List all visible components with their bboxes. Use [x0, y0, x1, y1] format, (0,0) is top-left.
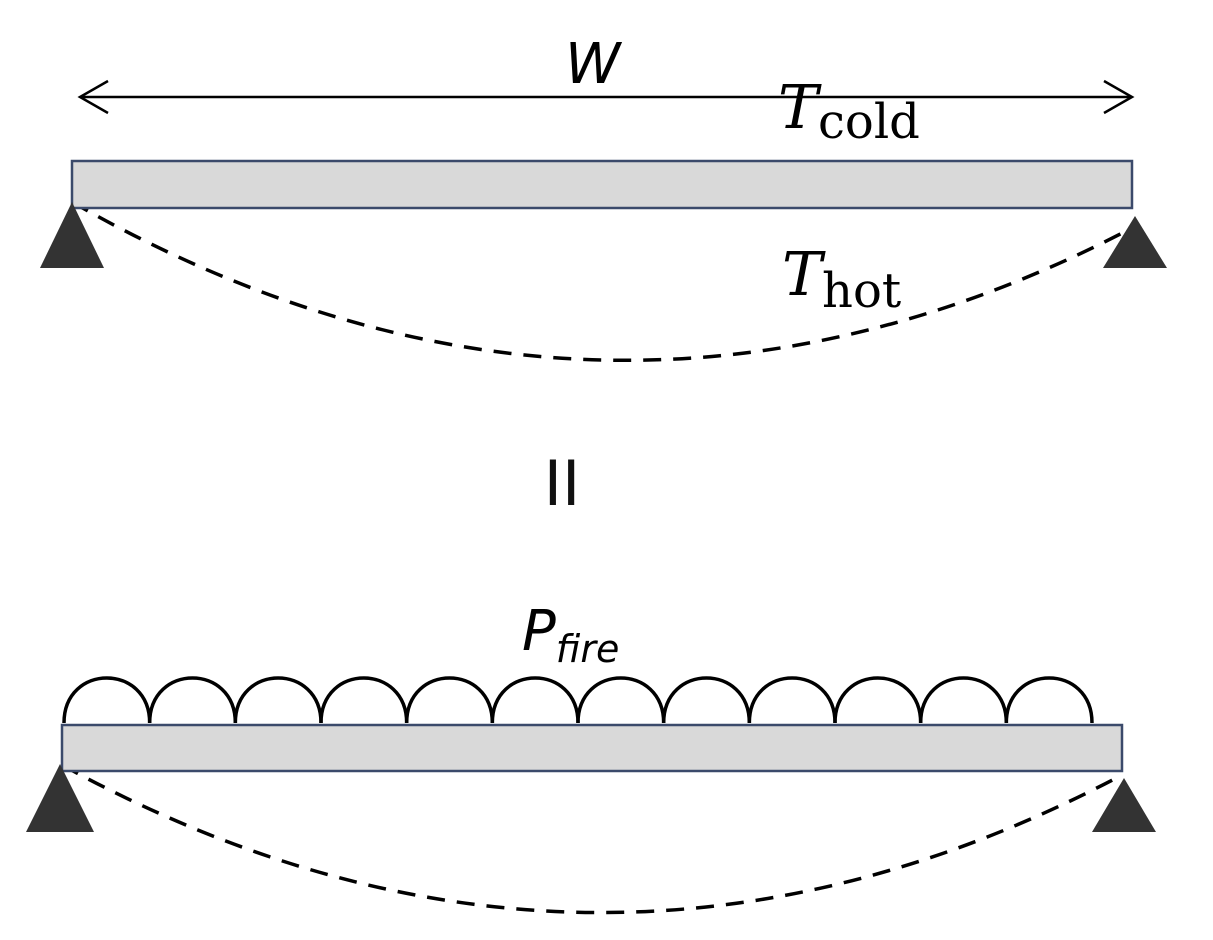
load-arc — [1004, 676, 1094, 724]
load-arc — [233, 676, 323, 724]
load-arc — [918, 676, 1009, 724]
load-arc — [747, 676, 837, 724]
p-fire-label: Pfire — [522, 599, 619, 671]
width-arrowhead-left — [77, 79, 109, 115]
p-fire-sub: fire — [556, 627, 620, 671]
width-arrowhead-right — [1103, 79, 1135, 115]
bottom-panel: Pfire — [26, 599, 1156, 915]
top-left-support — [40, 202, 104, 268]
distributed-load — [62, 676, 1094, 724]
load-arc — [319, 676, 409, 724]
bottom-deflection-curve — [61, 763, 1123, 915]
width-label: W — [565, 32, 623, 97]
top-panel: W Tcold Thot — [40, 32, 1167, 363]
top-beam — [70, 159, 1134, 210]
top-right-support — [1103, 216, 1167, 268]
t-cold-sub: cold — [818, 94, 920, 150]
load-arc — [62, 676, 152, 724]
width-dimension-arrow — [77, 79, 1135, 115]
p-fire-main: P — [522, 599, 556, 664]
load-arc — [147, 676, 238, 724]
t-hot-label: Thot — [782, 240, 901, 319]
bottom-right-support — [1092, 778, 1156, 832]
load-arc — [576, 676, 666, 724]
t-hot-main: T — [782, 240, 826, 310]
load-arc — [490, 676, 580, 724]
t-cold-main: T — [778, 73, 822, 143]
t-cold-label: Tcold — [778, 73, 920, 150]
load-arc — [661, 676, 752, 724]
top-deflection-curve — [71, 200, 1133, 363]
equivalence-symbol: II — [544, 447, 581, 520]
bottom-left-support — [26, 764, 94, 832]
load-arc — [404, 676, 495, 724]
bottom-beam — [60, 723, 1124, 773]
load-arc — [833, 676, 923, 724]
t-hot-sub: hot — [822, 263, 901, 319]
